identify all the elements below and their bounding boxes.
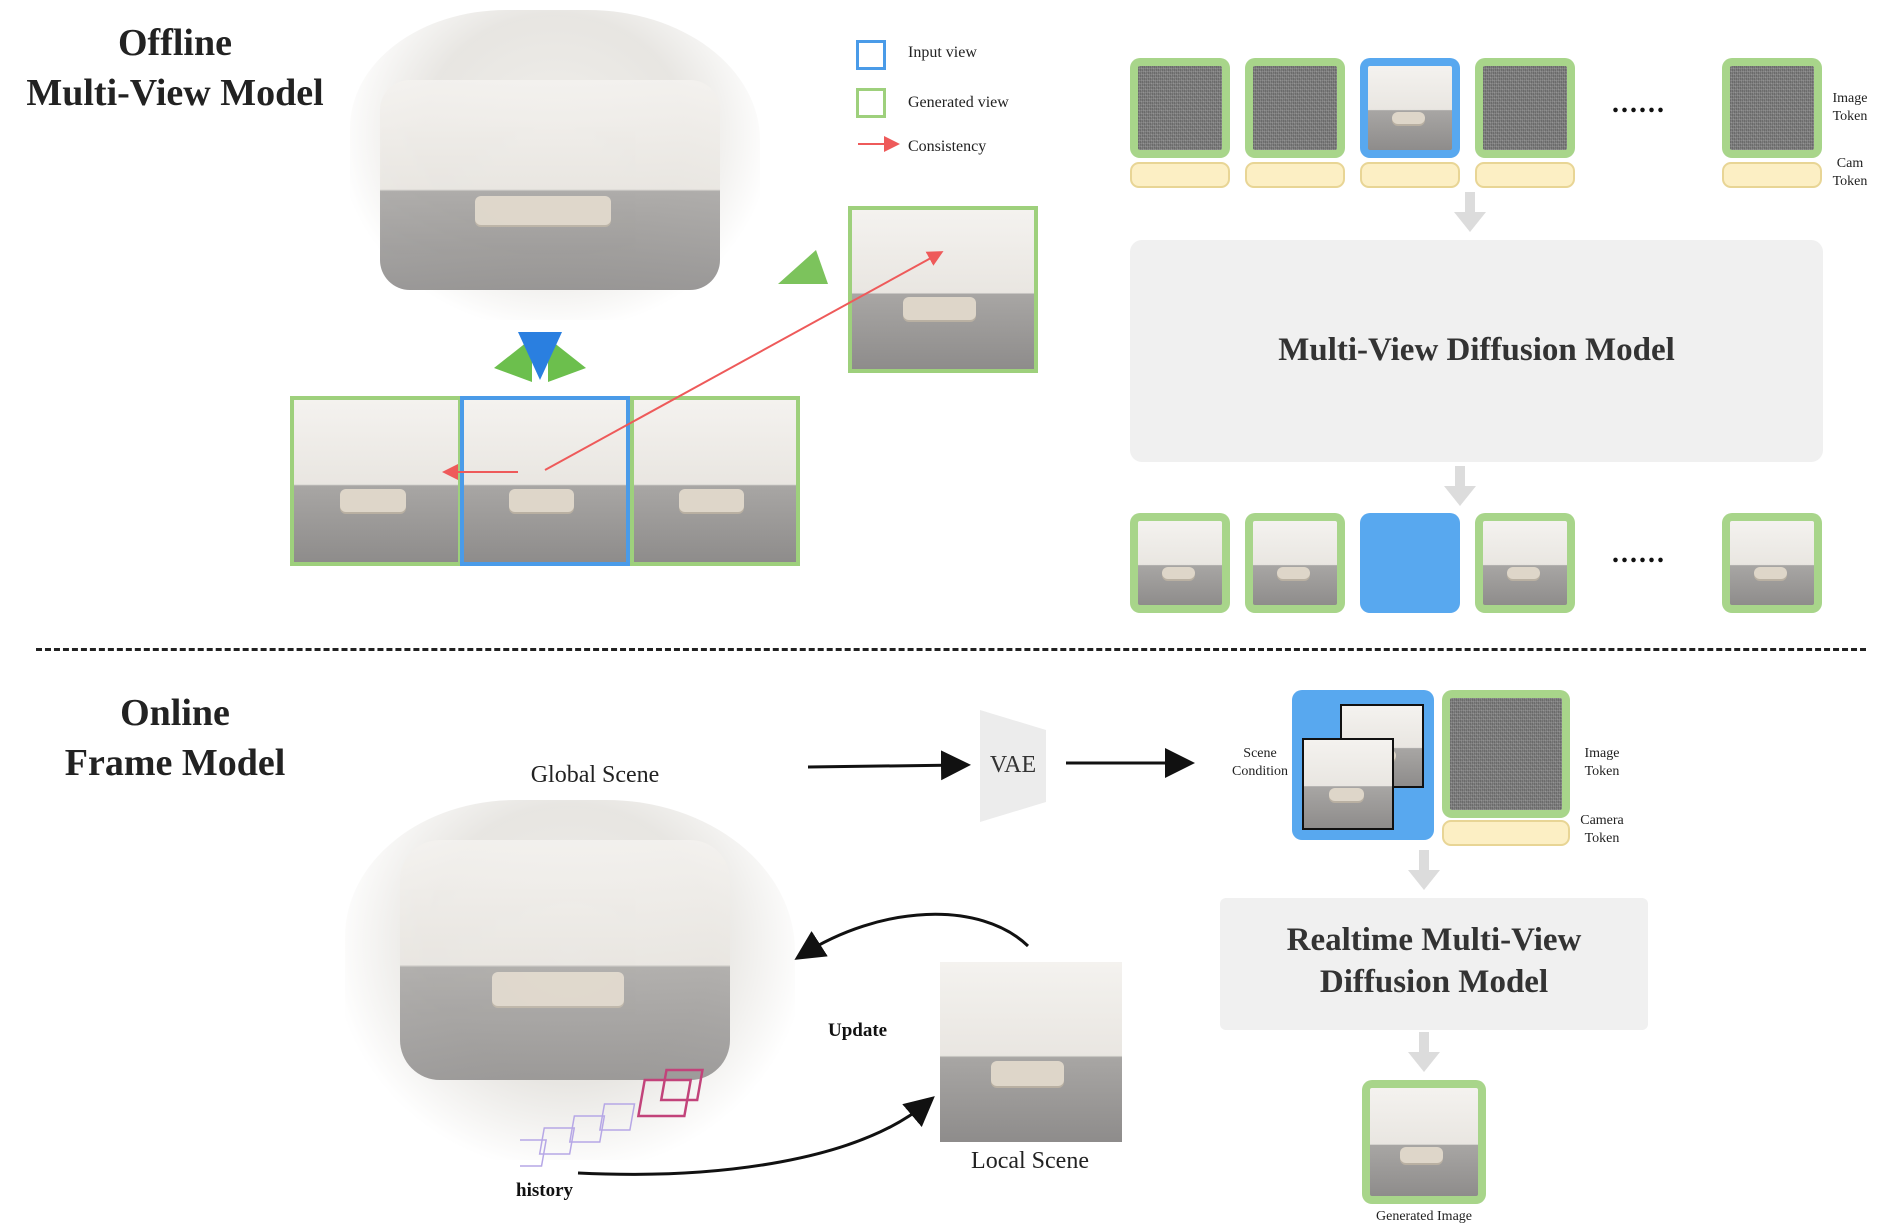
global-scene-label: Global Scene [530,762,660,788]
offline-title-line1: Offline [118,22,232,64]
online-image-token [1442,690,1570,818]
generated-camera-icon [778,250,828,284]
generated-camera-right-icon [548,338,586,382]
global-scene-render [400,840,730,1080]
scene-condition-tile [1292,690,1434,840]
gray-arrow-down-2 [1444,466,1476,506]
legend-consistency-label: Consistency [908,138,987,155]
cam-token-label-line2: Token [1832,174,1868,189]
scene-condition-line1: Scene [1243,746,1277,761]
output-input-slot [1360,513,1460,613]
cam-token-last [1722,162,1822,188]
ellipsis-top: ...... [1612,88,1666,119]
legend-input-swatch [856,40,886,70]
offline-scene-render [380,80,720,290]
gray-arrow-down-4 [1408,1032,1440,1072]
input-view-center [460,396,630,566]
online-image-token-label: Image Token [1570,745,1634,781]
arrow-update [794,912,1030,960]
camera-history-trajectory [520,1068,704,1167]
online-title: Online Frame Model [0,688,350,788]
arrow-scene-to-vae [807,750,971,781]
cam-token-2 [1245,162,1345,188]
online-camera-token [1442,820,1570,846]
cam-token-3 [1360,162,1460,188]
online-image-token-line1: Image [1584,746,1620,761]
image-token-3 [1475,58,1575,158]
consistency-arrow-long [544,251,944,471]
online-camera-token-line2: Token [1584,831,1620,846]
image-token-label-top-line1: Image [1832,91,1868,106]
legend-consistency-arrow-icon [858,136,900,152]
generated-image-tile [1362,1080,1486,1204]
vae-label: VAE [989,752,1037,778]
realtime-model-title-line1: Realtime Multi-View [1286,922,1582,958]
multi-view-diffusion-model-box: Multi-View Diffusion Model [1130,240,1823,462]
offline-title: Offline Multi-View Model [0,18,350,118]
online-title-line1: Online [120,692,230,734]
image-token-2 [1245,58,1345,158]
online-title-line2: Frame Model [64,742,286,784]
offline-title-line2: Multi-View Model [26,72,324,114]
multi-view-diffusion-model-title: Multi-View Diffusion Model [1278,332,1675,368]
section-divider [36,648,1866,651]
generated-view-top [848,206,1038,373]
image-token-label-top-line2: Token [1832,109,1868,124]
generated-view-right [630,396,800,566]
output-view-3 [1475,513,1575,613]
legend-generated-swatch [856,88,886,118]
legend-input-label: Input view [908,44,977,61]
cam-token-label-line1: Cam [1836,156,1864,171]
legend-generated-label: Generated view [908,94,1009,111]
scene-condition-front-frame [1302,738,1394,830]
image-token-input [1360,58,1460,158]
realtime-diffusion-model-box: Realtime Multi-View Diffusion Model [1220,898,1648,1030]
cam-token-4 [1475,162,1575,188]
legend: Input view Generated view Consistency [856,36,1056,166]
online-camera-token-line1: Camera [1580,813,1624,828]
ellipsis-bottom: ...... [1612,538,1666,569]
scene-condition-line2: Condition [1231,764,1288,779]
scene-condition-label: Scene Condition [1220,745,1300,781]
camera-frustum-icons [494,332,586,382]
vae-block [980,710,1046,822]
generated-view-left [290,396,462,566]
local-scene-label: Local Scene [971,1148,1089,1174]
local-scene-image [940,962,1122,1142]
image-token-label-top: Image Token [1822,90,1878,126]
output-view-1 [1130,513,1230,613]
arrow-history-to-local [577,1096,935,1176]
generated-camera-left-icon [494,338,532,382]
update-label: Update [828,1020,888,1041]
gray-arrow-down-1 [1454,192,1486,232]
output-view-2 [1245,513,1345,613]
online-camera-token-label: Camera Token [1570,812,1634,848]
image-token-last [1722,58,1822,158]
gray-arrow-down-3 [1408,850,1440,890]
generated-image-label: Generated Image [1376,1209,1472,1224]
online-image-token-line2: Token [1584,764,1620,779]
output-view-last [1722,513,1822,613]
cam-token-1 [1130,162,1230,188]
realtime-model-title-line2: Diffusion Model [1319,964,1549,1000]
history-label: history [516,1180,573,1201]
input-camera-icon [518,332,562,380]
image-token-1 [1130,58,1230,158]
cam-token-label: Cam Token [1822,155,1878,191]
